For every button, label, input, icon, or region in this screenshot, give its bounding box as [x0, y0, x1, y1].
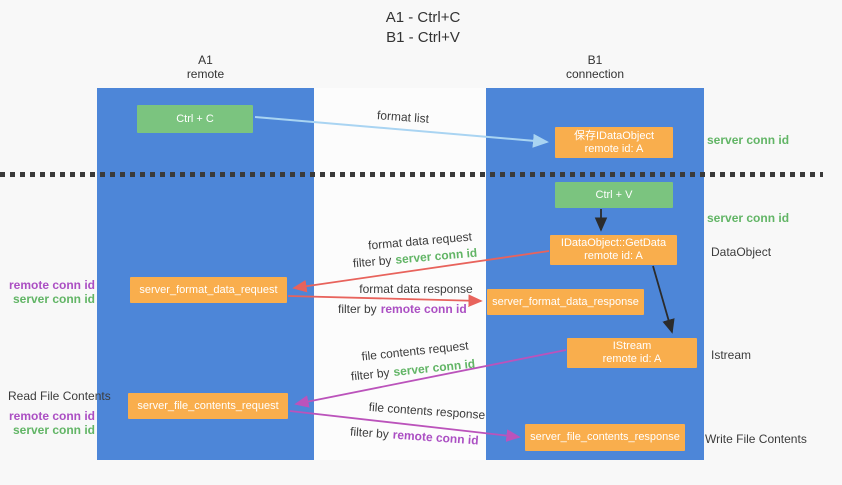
- dataobject-side-label: DataObject: [711, 245, 772, 259]
- node-istream: IStream remote id: A: [567, 338, 697, 368]
- node-ctrl-v-label: Ctrl + V: [595, 188, 633, 201]
- middle-gap: [314, 88, 486, 460]
- server-conn-id-right-top: server conn id: [707, 133, 790, 147]
- istream-side-label: Istream: [711, 348, 752, 362]
- column-a1-subtitle: remote: [186, 67, 225, 81]
- node-idataobject-getdata: IDataObject::GetData remote id: A: [550, 235, 677, 265]
- node-file-response-label: server_file_contents_response: [530, 431, 680, 443]
- diagram-title: A1 - Ctrl+C B1 - Ctrl+V: [310, 8, 536, 48]
- file-contents-response-arrow: [289, 410, 521, 442]
- title-line-a1: A1 - Ctrl+C: [385, 9, 461, 26]
- node-istream-line2: remote id: A: [602, 353, 662, 365]
- column-header-a1: A1 remote: [97, 53, 314, 81]
- remote-conn-id-left-1: remote conn id: [8, 278, 95, 292]
- column-a1-name: A1: [198, 53, 213, 67]
- getdata-to-istream-arrow: [652, 265, 675, 334]
- copy-paste-separator-line: [0, 172, 823, 177]
- remote-conn-id-left-2: remote conn id: [8, 409, 95, 423]
- column-b1-name: B1: [587, 53, 603, 67]
- node-server-format-data-response: server_format_data_response: [487, 289, 644, 315]
- node-getdata-line2: remote id: A: [584, 250, 643, 262]
- format-data-response-label: format data response: [359, 282, 473, 296]
- conn-id-stack-bottom: remote conn id server conn id: [5, 409, 95, 437]
- format-data-request-arrow: [292, 250, 550, 293]
- format-list-arrow: [254, 116, 549, 148]
- node-ctrl-c-label: Ctrl + C: [176, 112, 214, 125]
- node-format-request-label: server_format_data_request: [139, 283, 278, 296]
- column-header-b1: B1 connection: [486, 53, 704, 81]
- node-save-idataobject-line1: 保存IDataObject: [573, 129, 655, 142]
- node-save-idataobject-line2: remote id: A: [584, 142, 644, 155]
- node-format-response-label: server_format_data_response: [492, 295, 639, 308]
- file-contents-request-arrow: [294, 349, 567, 408]
- filter-by-text: filter by: [338, 302, 377, 316]
- node-ctrl-v: Ctrl + V: [555, 182, 673, 208]
- format-data-response-arrow: [287, 294, 483, 307]
- node-ctrl-c: Ctrl + C: [137, 105, 253, 133]
- node-server-file-contents-request: server_file_contents_request: [128, 393, 288, 419]
- node-istream-line1: IStream: [612, 340, 652, 352]
- node-server-file-contents-response: server_file_contents_response: [525, 424, 685, 451]
- node-getdata-line1: IDataObject::GetData: [560, 237, 667, 249]
- column-b1-subtitle: connection: [565, 67, 625, 81]
- read-file-contents-label: Read File Contents: [8, 389, 111, 403]
- server-conn-id-right-mid: server conn id: [707, 211, 790, 225]
- write-file-contents-label: Write File Contents: [705, 432, 807, 446]
- node-save-idataobject: 保存IDataObject remote id: A: [555, 127, 673, 158]
- node-server-format-data-request: server_format_data_request: [130, 277, 287, 303]
- remote-conn-id-text: remote conn id: [380, 302, 467, 316]
- server-conn-id-left-1: server conn id: [12, 292, 95, 306]
- filter-by-text: filter by: [349, 424, 390, 442]
- title-line-b1: B1 - Ctrl+V: [386, 29, 460, 46]
- node-file-request-label: server_file_contents_request: [137, 399, 279, 412]
- server-conn-id-left-2: server conn id: [12, 423, 95, 437]
- conn-id-stack-top: remote conn id server conn id: [5, 278, 95, 306]
